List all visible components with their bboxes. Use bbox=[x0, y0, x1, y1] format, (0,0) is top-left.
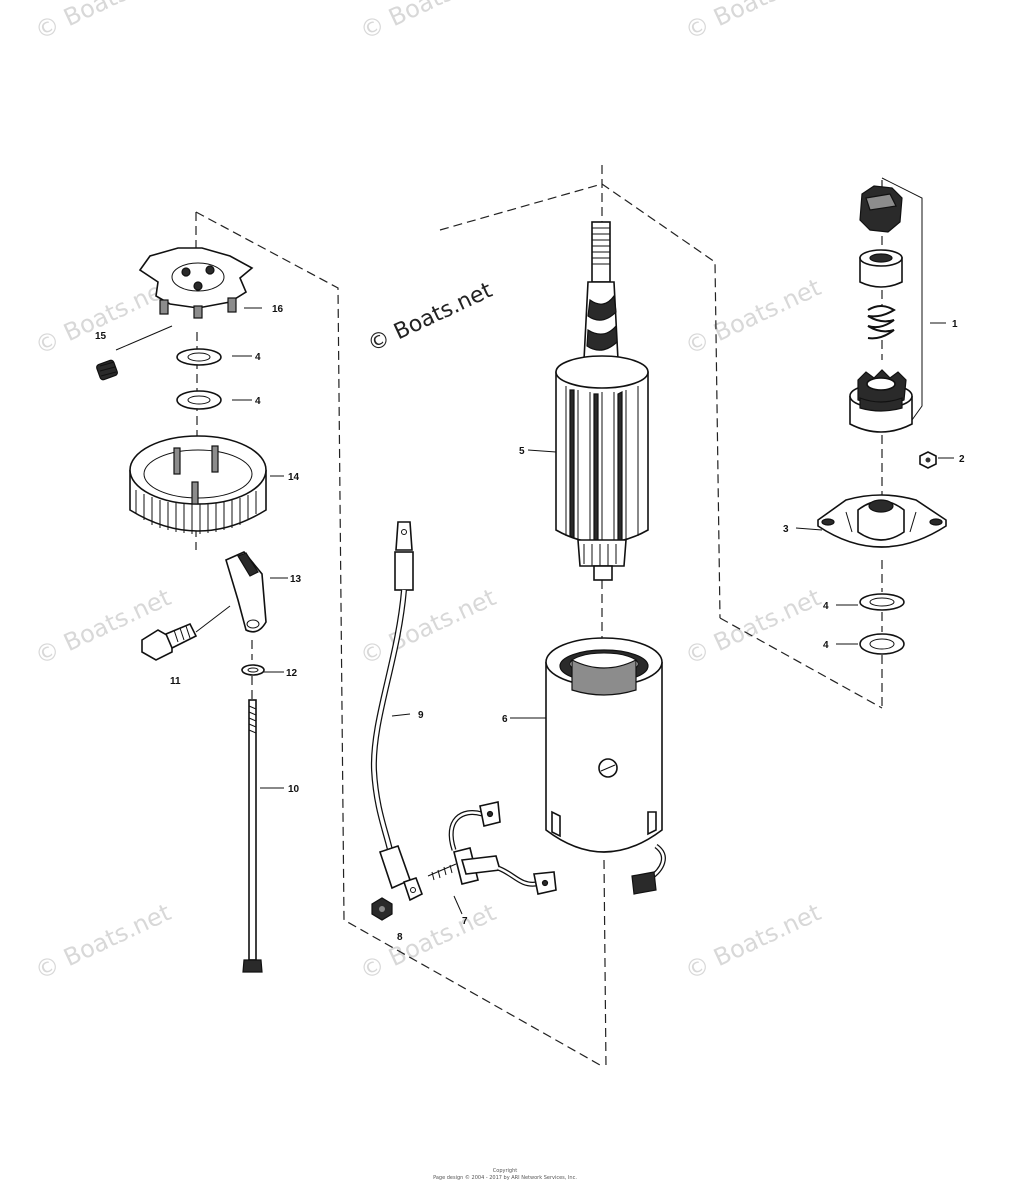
watermark: © Boats.net bbox=[681, 898, 826, 985]
center-assembly-outline bbox=[439, 183, 721, 619]
watermark: © Boats.net bbox=[31, 898, 176, 985]
callout-13: 13 bbox=[290, 574, 302, 585]
callout-11: 11 bbox=[170, 676, 181, 687]
watermark: © Boats.net bbox=[681, 583, 826, 670]
copyright-line: Copyright bbox=[492, 1168, 518, 1174]
motor-axis-line bbox=[601, 165, 607, 1069]
callout-15: 15 bbox=[95, 331, 107, 342]
leader-lines bbox=[115, 177, 954, 915]
watermark: © Boats.net bbox=[31, 0, 176, 45]
callout-1: 1 bbox=[952, 319, 958, 330]
thrust-washer bbox=[859, 633, 905, 655]
callout-4-left-upper: 4 bbox=[255, 352, 261, 363]
thrust-washer bbox=[859, 593, 905, 611]
hex-bolt bbox=[141, 622, 198, 661]
callout-4-right-lower: 4 bbox=[823, 640, 829, 651]
watermark: © Boats.net bbox=[681, 0, 826, 45]
through-bolt bbox=[242, 699, 263, 973]
thrust-washer bbox=[176, 348, 222, 366]
callout-2: 2 bbox=[959, 454, 965, 465]
watermark: © Boats.net bbox=[681, 273, 826, 360]
set-screw bbox=[96, 359, 118, 381]
watermark-main: © Boats.net bbox=[364, 278, 497, 358]
callout-labels: 1 2 3 4 4 4 4 5 6 7 8 9 10 11 12 13 14 1… bbox=[95, 304, 965, 943]
lock-washer bbox=[241, 664, 265, 676]
hex-nut-small bbox=[919, 451, 937, 469]
callout-14: 14 bbox=[288, 472, 300, 483]
copyright-line: Page design © 2004 - 2017 by ARI Network… bbox=[433, 1175, 577, 1181]
callout-3: 3 bbox=[783, 524, 789, 535]
cable-lead bbox=[370, 521, 424, 902]
callout-7: 7 bbox=[462, 916, 468, 927]
terminal-clip bbox=[225, 551, 267, 633]
callout-6: 6 bbox=[502, 714, 508, 725]
copyright-notice: Copyright Page design © 2004 - 2017 by A… bbox=[400, 1168, 610, 1182]
commutator-end-frame bbox=[129, 435, 267, 534]
callout-4-right-upper: 4 bbox=[823, 601, 829, 612]
field-frame-housing bbox=[545, 637, 666, 895]
brush-holder bbox=[427, 801, 557, 895]
callout-4-left-lower: 4 bbox=[255, 396, 261, 407]
callout-12: 12 bbox=[286, 668, 298, 679]
assembly-outlines bbox=[195, 165, 883, 1069]
right-assembly-outline bbox=[719, 617, 883, 709]
hex-nut bbox=[371, 897, 393, 921]
armature bbox=[555, 221, 649, 581]
watermark: © Boats.net bbox=[31, 273, 176, 360]
drive-assembly bbox=[849, 185, 913, 433]
callout-16: 16 bbox=[272, 304, 284, 315]
thrust-washer bbox=[176, 390, 222, 410]
watermark: © Boats.net bbox=[356, 583, 501, 670]
watermark: © Boats.net bbox=[356, 0, 501, 45]
callout-10: 10 bbox=[288, 784, 300, 795]
left-assembly-outline bbox=[195, 211, 601, 1066]
callout-8: 8 bbox=[397, 932, 403, 943]
brush-plate bbox=[138, 247, 254, 319]
drive-end-head bbox=[817, 494, 947, 548]
callout-9: 9 bbox=[418, 710, 424, 721]
callout-5: 5 bbox=[519, 446, 525, 457]
